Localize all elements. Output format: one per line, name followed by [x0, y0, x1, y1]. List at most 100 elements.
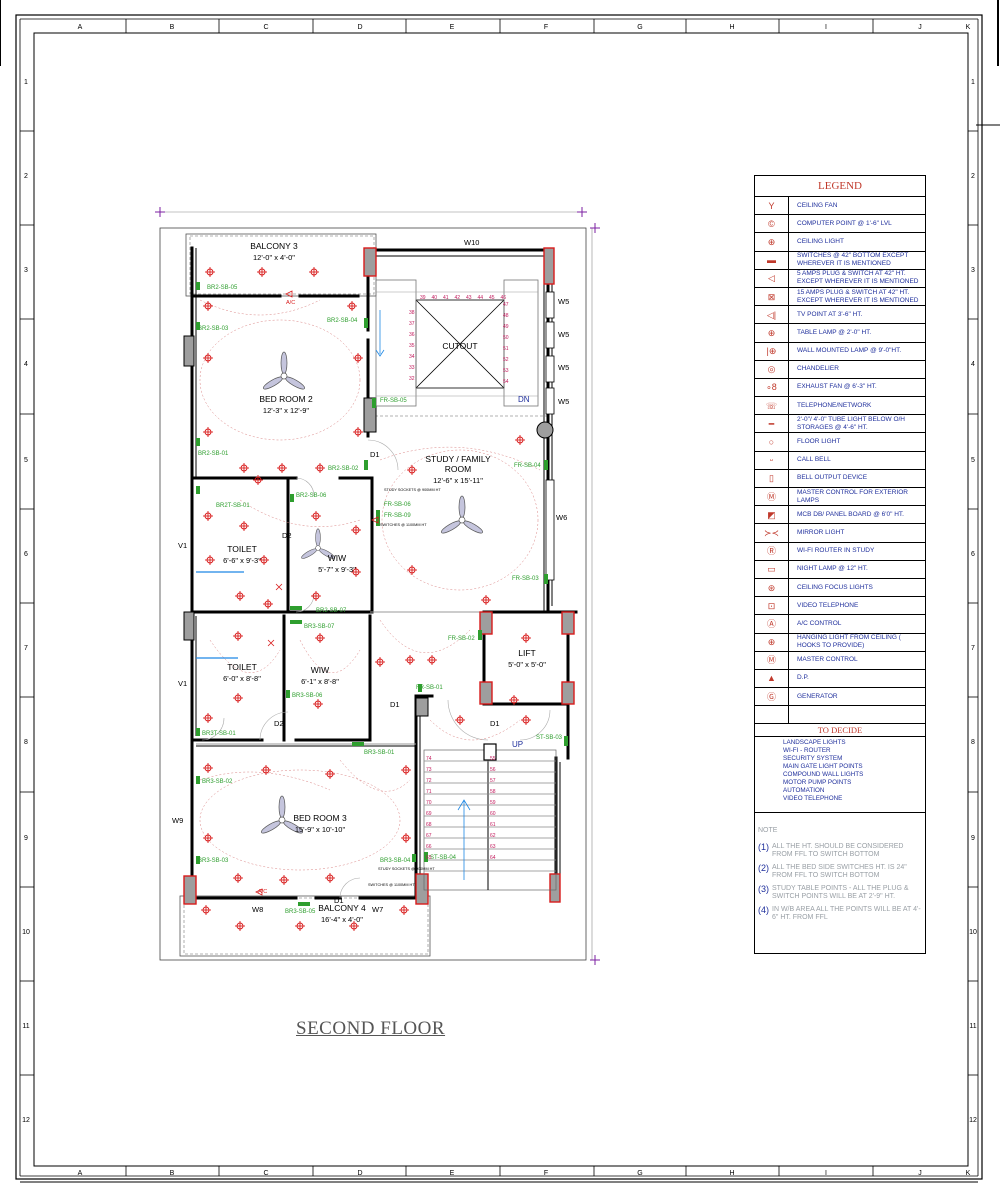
small-note: SWITCHES @ 1100MM HT: [368, 883, 415, 887]
grid-row-label: 12: [22, 1117, 30, 1124]
ceiling-light-icon: [455, 715, 465, 725]
stair-step-number: 43: [466, 295, 472, 301]
legend-row: ▲D.P.: [754, 668, 926, 689]
ceiling-light-icon: [203, 833, 213, 843]
switchboard-label: BR3-SB-03: [198, 858, 229, 864]
to-decide-item: AUTOMATION: [783, 787, 825, 795]
switchboard-label: BR2-SB-04: [327, 318, 358, 324]
stair-step-number: 38: [409, 310, 415, 316]
stair-step-number: 34: [409, 354, 415, 360]
room-dim: 5'-0" x 5'-0": [508, 660, 546, 669]
stair-step-number: 74: [426, 756, 432, 762]
grid-col-label: J: [918, 24, 922, 31]
room-dim: 16'-4" x 4'-0": [321, 915, 363, 924]
stair-step-number: 44: [478, 295, 484, 301]
note-number: (1): [758, 842, 769, 853]
grid-col-label: E: [450, 24, 455, 31]
legend-text: MASTER CONTROL FOR EXTERIOR LAMPS: [788, 486, 926, 507]
opening-label: D2: [282, 531, 292, 540]
ceiling-light-icon: [515, 435, 525, 445]
stair-step-number: 65: [426, 855, 432, 861]
grid-col-label: C: [263, 1170, 268, 1177]
ceiling-light-icon: [201, 905, 211, 915]
note-text: IN W/B AREA ALL THE POINTS WILL BE AT 4'…: [772, 906, 921, 922]
grid-col-label: F: [544, 1170, 548, 1177]
legend-row: ©COMPUTER POINT @ 1'-6" LVL: [754, 214, 926, 234]
legend-text: CALL BELL: [788, 450, 926, 470]
grid-row-label: 2: [971, 173, 975, 180]
legend-row: ━2'-0"/ 4'-0" TUBE LIGHT BELOW O/H STORA…: [754, 414, 926, 434]
switchboard-label: FR-SB-06: [384, 502, 411, 508]
night-lamp-icon: ▭: [754, 559, 789, 579]
ceiling-light-icon: [353, 427, 363, 437]
opening-label: W6: [556, 513, 567, 522]
legend-text: BELL OUTPUT DEVICE: [788, 468, 926, 489]
legend-text: GENERATOR: [788, 687, 926, 707]
legend-row: ▬SWITCHES @ 42" BOTTOM EXCEPT WHEREVER I…: [754, 250, 926, 270]
grid-col-label: K: [966, 1170, 971, 1177]
note-number: (4): [758, 905, 769, 916]
grid-row-label: 10: [22, 929, 30, 936]
master-control-exterior-icon: Ⓜ: [754, 486, 789, 507]
legend-text: EXHAUST FAN @ 6'-3" HT.: [788, 377, 926, 398]
grid-row-label: 9: [24, 835, 28, 842]
grid-col-label: B: [170, 1170, 175, 1177]
ceiling-light-icon: [481, 595, 491, 605]
tube-light-icon: ━: [754, 414, 789, 434]
legend-text: HANGING LIGHT FROM CEILING ( HOOKS TO PR…: [788, 632, 926, 652]
ceiling-light-icon: [509, 695, 519, 705]
small-note: SWITCHES @ 1100MM HT: [380, 523, 427, 527]
opening-label: V1: [178, 679, 187, 688]
ceiling-light-icon: [203, 511, 213, 521]
legend-row: ▭NIGHT LAMP @ 12" HT.: [754, 559, 926, 579]
switchboard-label: BR3-SB-01: [364, 750, 395, 756]
ceiling-light-icon: [259, 555, 269, 565]
to-decide-item: VIDEO TELEPHONE: [783, 795, 843, 803]
ceiling-light-icon: [239, 521, 249, 531]
ceiling-light-icon: [203, 301, 213, 311]
legend-text: COMPUTER POINT @ 1'-6" LVL: [788, 214, 926, 234]
switchboard-label: FR-SB-03: [512, 576, 539, 582]
grid-row-label: 7: [24, 645, 28, 652]
switchboard-label: BR2-SB-07: [316, 608, 347, 614]
ceiling-light-icon: [521, 633, 531, 643]
ceiling-light-icon: [313, 699, 323, 709]
opening-label: W5: [558, 363, 569, 372]
ceiling-light-icon: [203, 353, 213, 363]
ceiling-light-icon: [203, 763, 213, 773]
ceiling-light-icon: [311, 591, 321, 601]
room-dim: 6'-1" x 8'-8": [301, 677, 339, 686]
room-name: WIW: [311, 665, 329, 675]
ceiling-light-icon: [325, 769, 335, 779]
grid-row-label: 6: [24, 551, 28, 558]
chandelier-icon: ◎: [754, 359, 789, 379]
grid-col-label: D: [357, 1170, 362, 1177]
opening-label: D1: [334, 896, 344, 905]
ceiling-light-icon: [205, 555, 215, 565]
ceiling-light-icon: [253, 475, 263, 485]
stair-step-number: 48: [503, 313, 509, 319]
switchboard-label: BR3-SB-07: [304, 624, 335, 630]
small-note: STUDY SOCKETS @ 900MM HT: [378, 867, 435, 871]
legend-row: |⊕WALL MOUNTED LAMP @ 9'-0"HT.: [754, 341, 926, 361]
room-dim: 12'-6" x 15'-11": [433, 476, 483, 485]
opening-label: W5: [558, 297, 569, 306]
column-circle: [536, 421, 554, 439]
grid-row-label: 11: [969, 1023, 976, 1030]
ceiling-light-icon: [235, 921, 245, 931]
grid-col-label: F: [544, 24, 548, 31]
switchboard-label: BR3T-SB-01: [202, 731, 236, 737]
stair-step-number: 52: [503, 357, 509, 363]
legend-text: TV POINT AT 3'-6" HT.: [788, 305, 926, 325]
ceiling-fan-icon: Y: [754, 195, 789, 216]
legend-row: ⊛CEILING FOCUS LIGHTS: [754, 577, 926, 598]
grid-col-label: J: [918, 1170, 922, 1177]
grid-row-label: 12: [969, 1117, 977, 1124]
table-lamp-icon: ⊕: [754, 323, 789, 343]
ceiling-light-icon: [239, 463, 249, 473]
